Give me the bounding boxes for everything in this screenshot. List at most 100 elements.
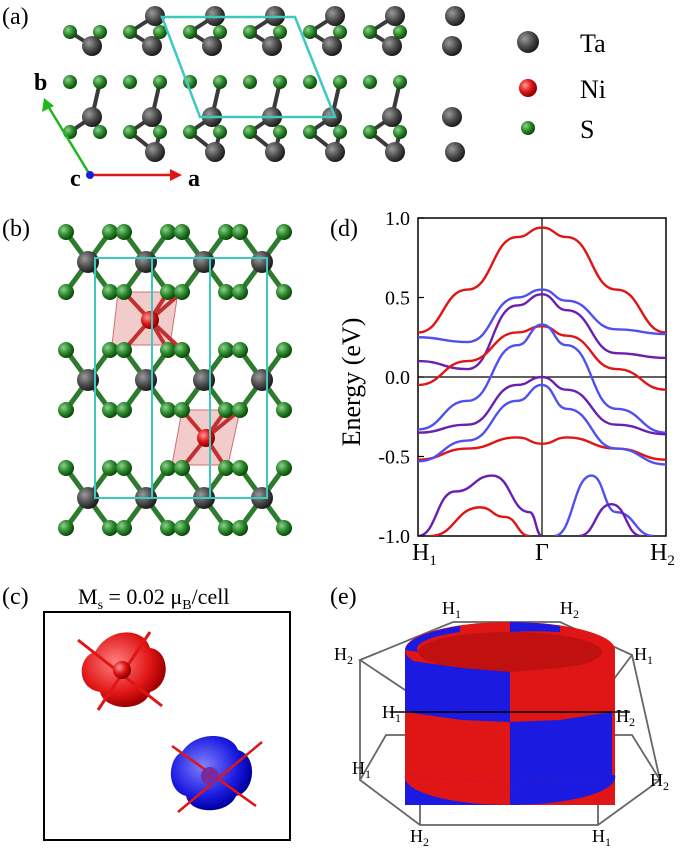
ta-atom — [142, 36, 162, 56]
s-atom — [123, 25, 137, 39]
cyl-bottom-left — [404, 775, 510, 806]
s-atom — [273, 125, 287, 139]
atom-legend: Ta Ni S — [517, 29, 606, 144]
s-atom — [174, 460, 190, 476]
ta-atom — [135, 369, 157, 391]
y-tick-label: 1.0 — [385, 208, 410, 230]
ta-atom — [382, 36, 402, 56]
s-atom — [116, 224, 132, 240]
cyl-patch-3 — [510, 668, 560, 722]
panel-e: (e) — [330, 584, 669, 849]
lattice-top-view — [63, 6, 465, 162]
legend-s-marker — [521, 121, 535, 135]
s-atom — [303, 25, 317, 39]
s-atom — [276, 460, 292, 476]
s-atom — [303, 75, 317, 89]
bz-label-bottom-h1: H1 — [592, 826, 611, 849]
band-line-4 — [418, 323, 666, 434]
s-atom — [183, 25, 197, 39]
s-atom — [116, 402, 132, 418]
spin-down-isosurface — [170, 736, 263, 813]
band-line-5 — [418, 375, 666, 436]
s-atom — [58, 402, 74, 418]
axis-a-label: a — [188, 166, 200, 192]
s-atom — [276, 402, 292, 418]
ta-atom — [442, 107, 462, 127]
s-atom — [174, 284, 190, 300]
ta-atom — [193, 369, 215, 391]
s-atom — [160, 520, 176, 536]
s-atom — [213, 25, 227, 39]
s-atom — [174, 520, 190, 536]
s-atom — [153, 75, 167, 89]
x-tick-labels: H1 Γ H2 — [412, 540, 675, 569]
s-atom — [116, 284, 132, 300]
spin-texture-cylinder — [404, 622, 616, 806]
y-tick-label: -0.5 — [378, 447, 410, 469]
ta-atom — [325, 142, 345, 162]
c-axis-dot — [86, 171, 94, 179]
ta-atom — [142, 107, 162, 127]
bz-label-top-h2: H2 — [560, 598, 579, 621]
band-line-7 — [418, 383, 666, 466]
ta-atom — [193, 251, 215, 273]
bz-label-lower-h1: H1 — [352, 758, 371, 781]
cyl-bottom-right — [510, 775, 616, 806]
y-tick-label: -1.0 — [378, 526, 410, 548]
spin-density-frame — [43, 611, 291, 841]
bz-label-mid-h2: H2 — [616, 706, 635, 729]
bz-label-top-h1: H1 — [442, 598, 461, 621]
y-tick-label: 0.5 — [385, 288, 410, 310]
lattice-b-atoms — [58, 224, 292, 536]
s-atom — [218, 520, 234, 536]
s-atom — [276, 520, 292, 536]
bz-high-symmetry-labels: H1 H2 H2 H1 H1 H2 H1 H2 H2 H1 — [334, 598, 669, 849]
legend-ta-label: Ta — [580, 29, 606, 58]
s-atom — [102, 402, 118, 418]
ta-atom — [265, 142, 285, 162]
band-line-8 — [418, 474, 543, 536]
s-atom — [213, 75, 227, 89]
s-atom — [93, 125, 107, 139]
s-atom — [276, 284, 292, 300]
y-tick-label: 0.0 — [385, 367, 410, 389]
s-atom — [393, 75, 407, 89]
s-atom — [303, 125, 317, 139]
lattice-a-bonds — [68, 14, 402, 154]
cyl-top-blue-segment-1 — [405, 626, 460, 652]
lattice-side-view — [58, 224, 292, 536]
cyl-patch-2 — [462, 668, 510, 722]
ta-atom — [145, 6, 165, 26]
ta-atom — [135, 251, 157, 273]
side-unit-cells — [94, 257, 268, 499]
s-atom — [363, 125, 377, 139]
s-atom — [160, 402, 176, 418]
bz-label-lower-h2: H2 — [650, 770, 669, 793]
s-atom — [243, 75, 257, 89]
ta-atom — [202, 36, 222, 56]
s-atom — [116, 520, 132, 536]
x-tick-h2: H2 — [650, 540, 675, 569]
panel-a: (a) b c a Ta Ni S — [2, 4, 606, 192]
s-atom — [102, 520, 118, 536]
cyl-top-blue-segment-2 — [510, 622, 560, 632]
s-atom — [160, 460, 176, 476]
cyl-patch-4 — [560, 660, 612, 720]
panel-e-label: (e) — [330, 584, 357, 610]
s-atom — [102, 284, 118, 300]
band-line-2 — [418, 293, 666, 371]
s-atom — [174, 402, 190, 418]
cyl-patch-7 — [510, 720, 560, 785]
band-line-10 — [554, 474, 654, 536]
x-tick-h1: H1 — [412, 540, 437, 569]
ta-atom — [325, 6, 345, 26]
spin-down-bond-2 — [177, 741, 263, 813]
s-atom — [218, 342, 234, 358]
s-atom — [232, 224, 248, 240]
cyl-patch-6 — [462, 720, 510, 785]
a-axis-arrowhead — [170, 169, 182, 181]
legend-ni-marker — [519, 79, 537, 97]
s-atom — [153, 125, 167, 139]
s-atom — [218, 284, 234, 300]
